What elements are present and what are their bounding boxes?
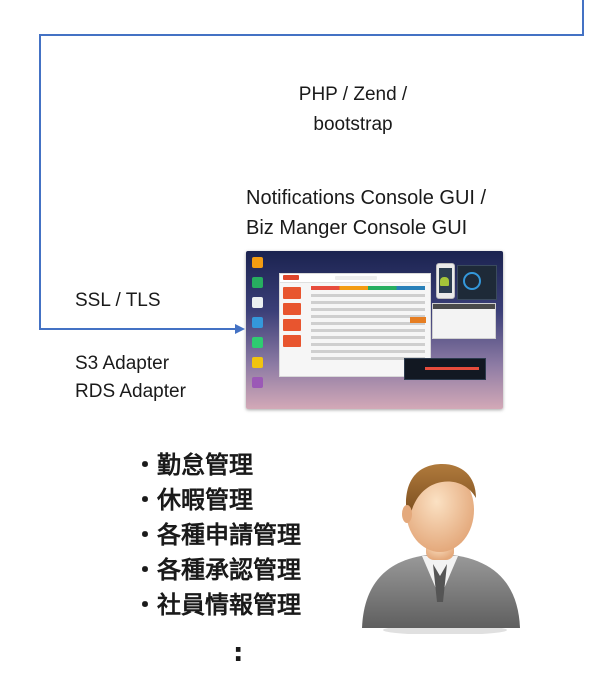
app-table-row: [311, 357, 425, 360]
console-title-line-1: Notifications Console GUI /: [246, 187, 487, 209]
dock-icon: [252, 357, 263, 368]
continuation-mark: :: [233, 638, 244, 668]
app-list-item: [283, 335, 301, 347]
app-table-header: [311, 286, 425, 290]
app-dock: [252, 257, 264, 397]
app-list-item: [283, 287, 301, 299]
app-table-row: [311, 343, 425, 346]
s3-adapter-label: S3 Adapter: [75, 353, 170, 374]
app-table-row: [311, 322, 425, 325]
app-table: [311, 286, 425, 364]
action-button-thumbnail: [410, 317, 426, 323]
player-progress-bar: [425, 367, 479, 370]
app-table-row: [311, 308, 425, 311]
ssl-tls-label: SSL / TLS: [75, 290, 161, 311]
connector-path: [39, 0, 584, 334]
app-list-item: [283, 303, 301, 315]
dock-icon: [252, 317, 263, 328]
adapter-list: S3 Adapter RDS Adapter: [75, 350, 186, 406]
dock-icon: [252, 377, 263, 388]
chat-panel-header: [433, 304, 495, 309]
task-item-applications: 各種申請管理: [143, 518, 301, 553]
gauge-icon: [463, 272, 481, 290]
app-search-bar: [335, 276, 377, 280]
task-item-leave: 休暇管理: [143, 483, 301, 518]
task-item-approvals: 各種承認管理: [143, 553, 301, 588]
tech-stack-line-2: bootstrap: [313, 114, 393, 135]
app-table-row: [311, 294, 425, 297]
app-table-row: [311, 350, 425, 353]
app-topbar: [280, 274, 430, 283]
app-item-list: [283, 287, 305, 351]
android-icon: [440, 277, 449, 286]
app-table-row: [311, 315, 425, 318]
dock-icon: [252, 257, 263, 268]
app-table-row: [311, 301, 425, 304]
app-table-row: [311, 329, 425, 332]
console-app-window: [279, 273, 431, 377]
app-table-row: [311, 336, 425, 339]
console-screenshot: [246, 251, 503, 409]
chat-panel: [432, 303, 496, 339]
tech-stack-label: PHP / Zend / bootstrap: [268, 80, 438, 140]
management-task-list: 勤怠管理 休暇管理 各種申請管理 各種承認管理 社員情報管理: [143, 448, 301, 623]
dock-icon: [252, 297, 263, 308]
console-title-line-2: Biz Manger Console GUI: [246, 217, 468, 239]
connector-line: [39, 0, 584, 334]
media-player-widget: [404, 358, 486, 380]
dock-icon: [252, 277, 263, 288]
app-list-item: [283, 319, 301, 331]
rds-adapter-label: RDS Adapter: [75, 381, 186, 402]
task-item-attendance: 勤怠管理: [143, 448, 301, 483]
dashboard-widget: [457, 265, 497, 300]
user-person-icon: [362, 464, 520, 634]
console-title: Notifications Console GUI / Biz Manger C…: [246, 183, 486, 243]
app-logo: [283, 275, 299, 280]
dock-icon: [252, 337, 263, 348]
task-item-employee-info: 社員情報管理: [143, 588, 301, 623]
tech-stack-line-1: PHP / Zend /: [298, 84, 408, 105]
